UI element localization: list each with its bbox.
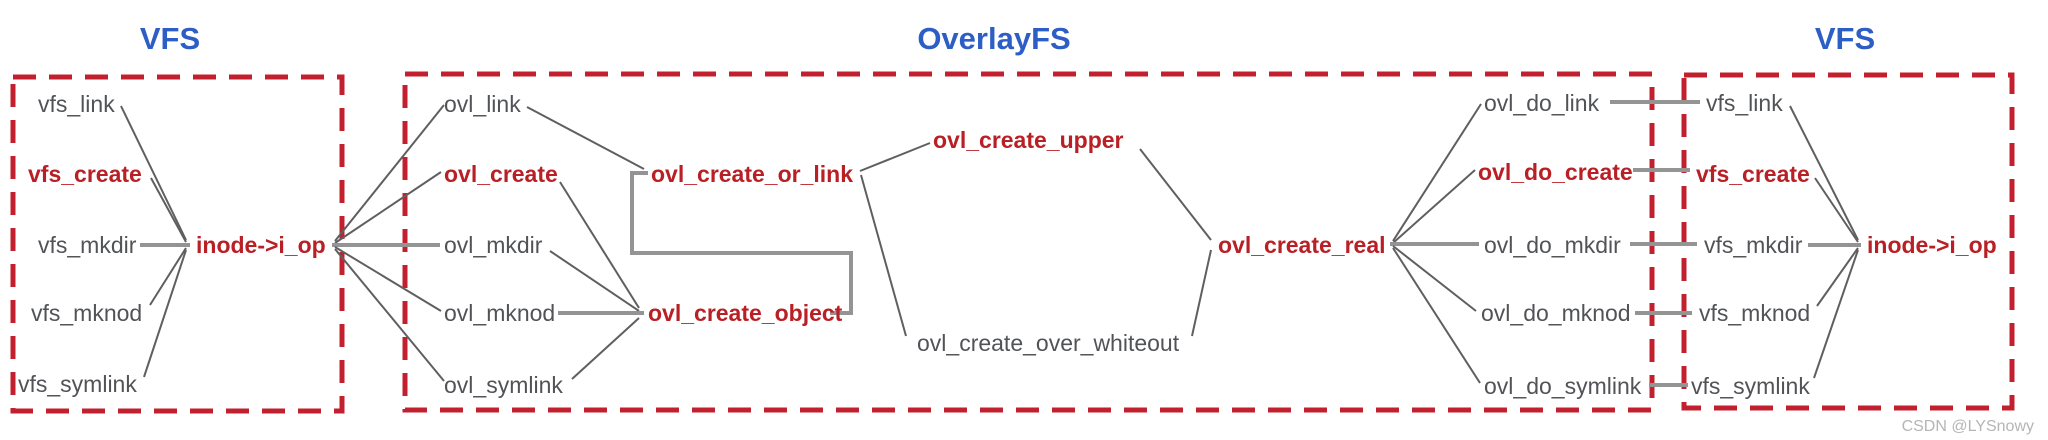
edge-inode-to-ovl-create <box>334 171 442 244</box>
node-ovl-create-real: ovl_create_real <box>1218 232 1386 258</box>
node-vfs-create-right: vfs_create <box>1696 161 1810 187</box>
edge-right-vfs-link-to-inode <box>1789 105 1859 241</box>
edge-inode-to-ovl-mknod <box>334 246 442 312</box>
edge-create-object-to-create-or-link-elbow <box>630 171 853 315</box>
node-inode-i-op-left: inode->i_op <box>196 232 326 258</box>
node-vfs-mknod-left: vfs_mknod <box>31 300 142 326</box>
left-vfs-nodes: vfs_link vfs_create vfs_mkdir vfs_mknod … <box>18 91 326 397</box>
edge-right-vfs-create-to-inode <box>1814 177 1859 243</box>
edge-right-vfs-mknod-to-inode <box>1816 247 1859 307</box>
node-ovl-symlink: ovl_symlink <box>444 372 563 398</box>
node-vfs-mknod-right: vfs_mknod <box>1699 300 1810 326</box>
node-ovl-create-or-link: ovl_create_or_link <box>651 161 853 187</box>
edge-vfs-create-to-inode <box>150 177 187 243</box>
node-ovl-link: ovl_link <box>444 91 521 117</box>
overlayfs-edges <box>526 103 1482 384</box>
edge-ovl-symlink-to-create-object <box>571 317 640 380</box>
node-vfs-mkdir-left: vfs_mkdir <box>38 232 137 258</box>
edge-create-or-link-to-create-upper <box>859 142 931 172</box>
node-ovl-do-mknod: ovl_do_mknod <box>1481 300 1631 326</box>
edge-create-real-to-do-mknod <box>1392 245 1477 312</box>
node-ovl-do-symlink: ovl_do_symlink <box>1484 373 1642 399</box>
node-ovl-do-create: ovl_do_create <box>1478 159 1633 185</box>
edge-ovl-link-to-create-or-link <box>526 106 645 170</box>
csdn-watermark: CSDN @LYSnowy <box>1902 418 2034 435</box>
edge-right-vfs-symlink-to-inode <box>1813 249 1859 379</box>
edge-vfs-symlink-to-inode <box>143 249 187 378</box>
node-ovl-create-upper: ovl_create_upper <box>933 127 1124 153</box>
node-ovl-do-link: ovl_do_link <box>1484 90 1600 116</box>
node-ovl-create-object: ovl_create_object <box>648 300 843 326</box>
right-vfs-edges <box>1789 105 1861 379</box>
edge-create-over-whiteout-to-create-real <box>1191 249 1212 337</box>
right-vfs-box <box>1681 72 2015 411</box>
overlayfs-title: OverlayFS <box>917 21 1070 56</box>
left-vfs-box <box>10 74 345 414</box>
right-vfs-title: VFS <box>1815 21 1875 56</box>
edge-create-real-to-do-symlink <box>1392 247 1481 384</box>
node-vfs-symlink-left: vfs_symlink <box>18 371 137 397</box>
node-vfs-link-right: vfs_link <box>1706 90 1783 116</box>
left-vfs-title: VFS <box>140 21 200 56</box>
left-vfs-edges <box>120 105 190 378</box>
node-vfs-create-left: vfs_create <box>28 161 142 187</box>
edge-vfs-link-to-inode <box>120 105 187 241</box>
node-ovl-mknod: ovl_mknod <box>444 300 555 326</box>
node-inode-i-op-right: inode->i_op <box>1867 232 1997 258</box>
node-ovl-mkdir: ovl_mkdir <box>444 232 543 258</box>
right-vfs-nodes: vfs_link vfs_create vfs_mkdir vfs_mknod … <box>1691 90 1997 399</box>
edge-inode-to-ovl-symlink <box>334 248 445 382</box>
overlayfs-nodes: ovl_link ovl_create ovl_mkdir ovl_mknod … <box>444 90 1642 399</box>
node-ovl-do-mkdir: ovl_do_mkdir <box>1484 232 1621 258</box>
edge-inode-to-ovl-link <box>334 104 445 242</box>
inode-to-ovl-edges <box>332 104 445 382</box>
edge-create-real-to-do-link <box>1392 103 1482 242</box>
edge-create-real-to-do-create <box>1392 169 1476 244</box>
do-to-vfs-edges <box>1610 100 1700 387</box>
node-vfs-symlink-right: vfs_symlink <box>1691 373 1810 399</box>
edge-vfs-mknod-to-inode <box>149 247 187 306</box>
edge-ovl-create-to-create-object <box>559 181 640 309</box>
node-vfs-mkdir-right: vfs_mkdir <box>1704 232 1803 258</box>
node-vfs-link-left: vfs_link <box>38 91 115 117</box>
edge-create-or-link-to-create-over-whiteout <box>860 174 907 337</box>
node-ovl-create-over-whiteout: ovl_create_over_whiteout <box>917 330 1180 356</box>
edge-create-upper-to-create-real <box>1139 148 1212 241</box>
node-ovl-create: ovl_create <box>444 161 558 187</box>
edge-ovl-mkdir-to-create-object <box>549 250 640 312</box>
